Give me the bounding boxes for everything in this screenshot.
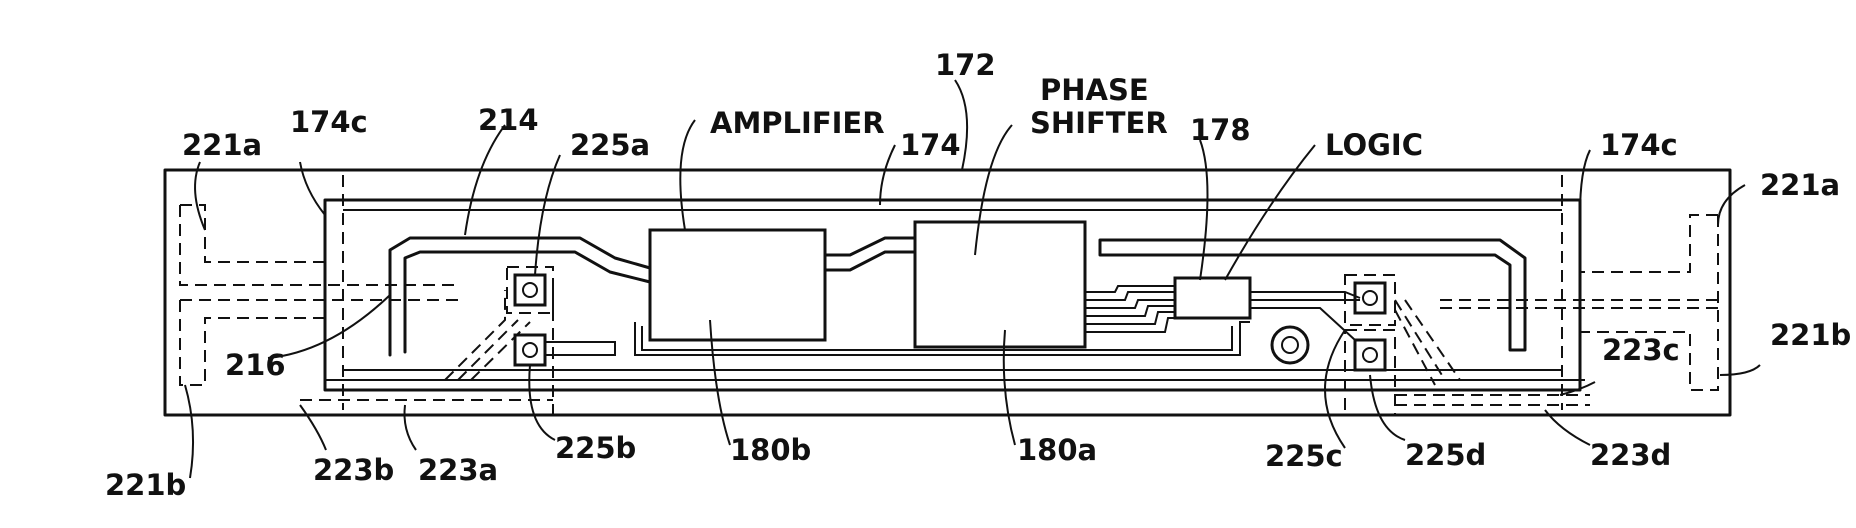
pad-225a [507,267,553,313]
logic-block-178 [1175,278,1250,318]
ref-172: 172 [935,48,996,82]
ref-223d: 223d [1590,438,1671,472]
pad-225d [1345,330,1395,415]
ref-174c-left: 174c [290,105,368,139]
ref-221b-left: 221b [105,468,186,502]
ref-174: 174 [900,128,961,162]
amplifier-block-180b [650,230,825,340]
ref-223a: 223a [418,453,498,487]
label-shifter: SHIFTER [1030,106,1168,140]
amp-to-shifter-line [825,238,915,270]
ref-221a-left: 221a [182,128,262,162]
label-phase: PHASE [1040,73,1149,107]
ref-174c-right: 174c [1600,128,1678,162]
ref-178: 178 [1190,113,1251,147]
ref-225c: 225c [1265,439,1343,473]
label-amplifier: AMPLIFIER [710,106,885,140]
ref-216: 216 [225,348,286,382]
label-logic: LOGIC [1325,128,1423,162]
ref-223b: 223b [313,453,394,487]
ref-221a-right: 221a [1760,168,1840,202]
phase-shifter-block-180a [915,222,1085,347]
via-circle [1272,327,1308,363]
ref-221b-right: 221b [1770,318,1851,352]
ref-225d: 225d [1405,438,1486,472]
ref-180b: 180b [730,433,811,467]
line-right-bend [1100,240,1525,350]
antenna-221a-left [180,205,460,385]
pad-225b [515,335,615,365]
ref-214: 214 [478,103,539,137]
ref-225b: 225b [555,431,636,465]
ref-180a: 180a [1017,433,1097,467]
ref-225a: 225a [570,128,650,162]
via-circle-inner [1282,337,1298,353]
ref-223c: 223c [1602,333,1680,367]
